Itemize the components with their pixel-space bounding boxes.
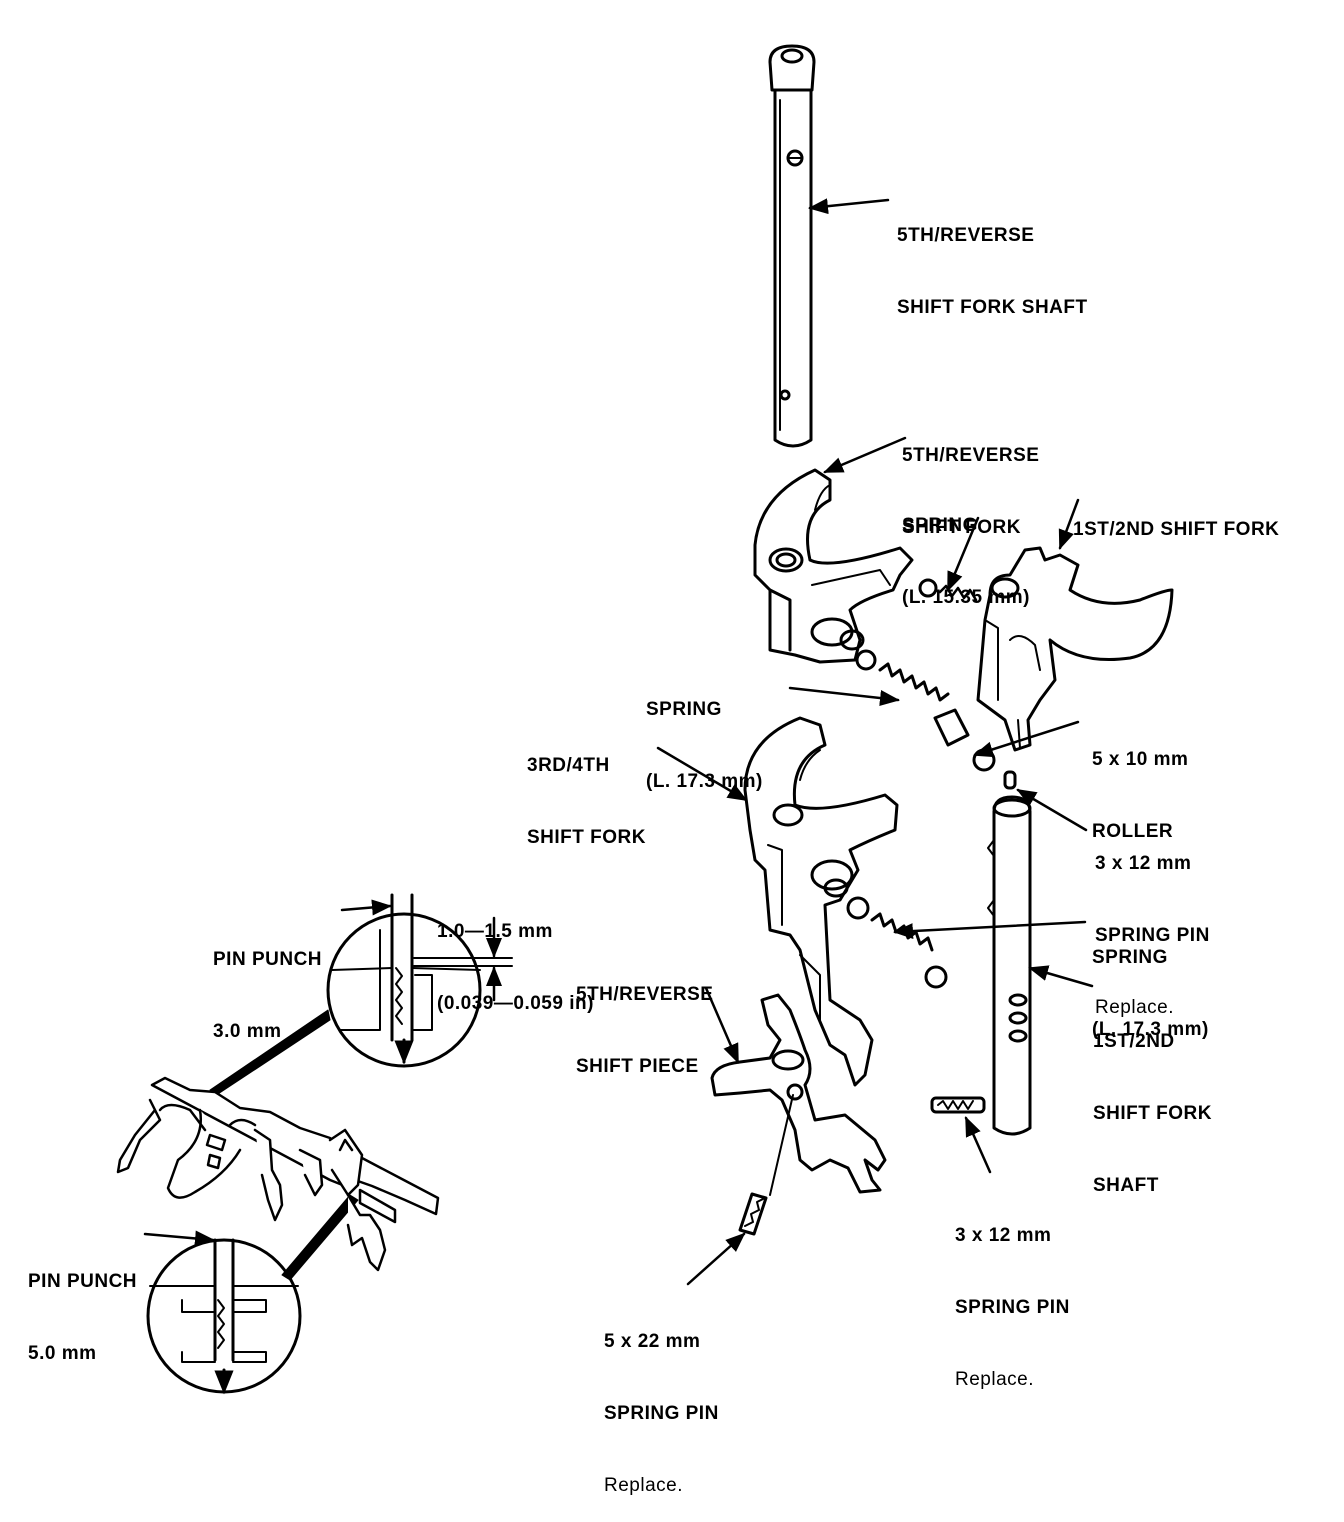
- label-line: (0.039—0.059 in): [437, 993, 594, 1014]
- shift-fork-assembly: [116, 1076, 440, 1272]
- 3rd-4th-shift-fork: [743, 716, 899, 1087]
- label-gap-dimension: 1.0—1.5 mm (0.039—0.059 in): [437, 872, 594, 1040]
- label-line: 3.0 mm: [213, 1021, 282, 1042]
- rev-shift-piece: [710, 993, 887, 1196]
- label-line: PIN PUNCH: [213, 949, 323, 970]
- label-rev-shift-fork: 5TH/REVERSE SHIFT FORK: [902, 396, 1039, 564]
- exploded-view-diagram: 5TH/REVERSE SHIFT FORK SHAFT 5TH/REVERSE…: [28, 44, 1279, 1496]
- label-spring-15-35: SPRING (L. 15.35 mm): [902, 466, 1030, 634]
- label-note: Replace.: [955, 1369, 1034, 1390]
- label-line: 1ST/2ND: [1093, 1031, 1175, 1052]
- label-line: 5 x 22 mm: [604, 1331, 701, 1352]
- label-spring-17-3-lower: SPRING (L. 17.3 mm): [1092, 898, 1209, 1066]
- label-line: (L. 17.3 mm): [1092, 1019, 1209, 1040]
- rev-shift-fork: [753, 468, 914, 664]
- label-spring-pin-3x12-upper: 3 x 12 mm SPRING PIN Replace.: [1095, 804, 1210, 1044]
- label-line: SPRING PIN: [604, 1403, 719, 1424]
- spring-17-3-roller-set: [855, 649, 1017, 790]
- 1st-2nd-shift-fork: [976, 546, 1174, 752]
- label-spring-pin-3x12-lower: 3 x 12 mm SPRING PIN Replace.: [955, 1176, 1070, 1416]
- label-rev-shift-fork-shaft: 5TH/REVERSE SHIFT FORK SHAFT: [897, 176, 1088, 344]
- label-line: (L. 15.35 mm): [902, 587, 1030, 608]
- label-line: 3 x 12 mm: [955, 1225, 1052, 1246]
- label-note: Replace.: [604, 1475, 683, 1496]
- spring-pin-5x22: [738, 1192, 768, 1236]
- label-line: SPRING PIN: [1095, 925, 1210, 946]
- label-1st-2nd-shift-fork: 1ST/2ND SHIFT FORK: [1073, 470, 1279, 566]
- rev-shift-fork-shaft: [768, 44, 816, 448]
- spring-17-3-lower: [846, 896, 948, 989]
- label-line: 5TH/REVERSE: [897, 225, 1035, 246]
- label-line: 3RD/4TH: [527, 755, 610, 776]
- leader-lines: [143, 198, 1094, 1286]
- label-3rd-4th-shift-fork: 3RD/4TH SHIFT FORK: [527, 706, 646, 874]
- label-line: 5.0 mm: [28, 1343, 97, 1364]
- inset-detail-lower: [146, 1238, 302, 1395]
- label-spring-pin-5x22: 5 x 22 mm SPRING PIN Replace.: [604, 1282, 719, 1522]
- label-pin-punch-3mm: PIN PUNCH 3.0 mm: [213, 900, 322, 1068]
- label-line: SPRING: [1092, 947, 1168, 968]
- label-line: PIN PUNCH: [28, 1271, 138, 1292]
- diagram-artwork: [116, 44, 1174, 1395]
- inset-connector-lower: [281, 1194, 359, 1281]
- label-line: 5TH/REVERSE: [902, 445, 1040, 466]
- label-line: SHIFT FORK SHAFT: [897, 297, 1088, 318]
- label-line: 5TH/REVERSE: [576, 984, 714, 1005]
- label-rev-shift-piece: 5TH/REVERSE SHIFT PIECE: [576, 935, 713, 1103]
- label-line: SPRING: [646, 699, 722, 720]
- 1st-2nd-shift-fork-shaft: [987, 795, 1032, 1136]
- label-line: 1ST/2ND SHIFT FORK: [1073, 519, 1280, 540]
- label-note: Replace.: [1095, 997, 1174, 1018]
- label-line: SHIFT FORK: [1093, 1103, 1212, 1124]
- label-line: SPRING: [902, 515, 978, 536]
- label-roller: 5 x 10 mm ROLLER: [1092, 700, 1188, 868]
- label-line: 1.0—1.5 mm: [437, 921, 553, 942]
- label-pin-punch-5mm: PIN PUNCH 5.0 mm: [28, 1222, 137, 1390]
- label-line: SHAFT: [1093, 1175, 1159, 1196]
- label-line: 3 x 12 mm: [1095, 853, 1192, 874]
- label-line: (L. 17.3 mm): [646, 771, 763, 792]
- spring-pin-3x12-lower: [930, 1096, 986, 1114]
- label-line: SHIFT FORK: [527, 827, 646, 848]
- label-line: SHIFT PIECE: [576, 1056, 699, 1077]
- label-line: ROLLER: [1092, 821, 1174, 842]
- label-spring-17-3-upper: SPRING (L. 17.3 mm): [646, 650, 763, 818]
- label-1st-2nd-shift-fork-shaft: 1ST/2ND SHIFT FORK SHAFT: [1093, 982, 1212, 1222]
- label-line: 5 x 10 mm: [1092, 749, 1189, 770]
- label-line: SHIFT FORK: [902, 517, 1021, 538]
- inset-detail-upper: [326, 893, 482, 1068]
- label-line: SPRING PIN: [955, 1297, 1070, 1318]
